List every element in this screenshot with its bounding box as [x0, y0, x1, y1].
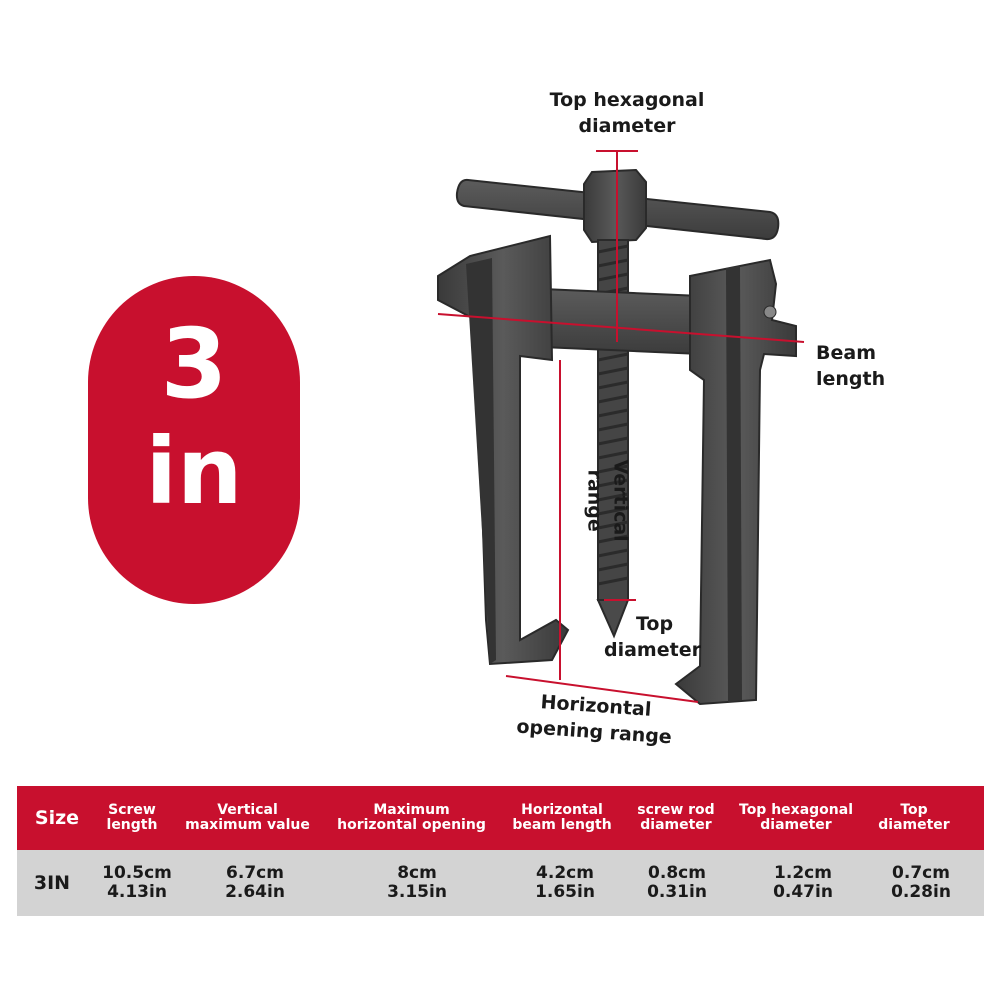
label-line: Top hexagonal — [549, 89, 705, 111]
top-hexagonal-diameter-label: Top hexagonal diameter — [532, 88, 722, 139]
size-badge: 3 in — [88, 276, 300, 604]
cell-text: 0.47in — [773, 882, 833, 902]
cell-text: 0.31in — [647, 882, 707, 902]
header-text: horizontal opening — [337, 817, 486, 833]
label-line: Top — [636, 613, 674, 635]
cell-text: 0.8cm — [648, 863, 706, 884]
cell-text: 2.64in — [225, 882, 285, 902]
badge-unit: in — [145, 418, 243, 525]
cell-text: 1.65in — [535, 882, 595, 902]
header-text: Maximum — [373, 801, 450, 818]
cell-size: 3IN — [17, 850, 87, 916]
header-text: Top hexagonal — [739, 801, 853, 818]
cell-text: 6.7cm — [226, 863, 284, 884]
header-text: screw rod — [637, 801, 715, 818]
cell-text: 0.28in — [891, 882, 951, 902]
header-text: length — [106, 817, 158, 833]
cell-text: 10.5cm — [102, 863, 172, 884]
header-text: diameter — [878, 817, 950, 833]
header-text: diameter — [760, 817, 832, 833]
label-line: diameter — [604, 638, 701, 661]
cell-text: 8cm — [397, 863, 437, 884]
right-jaw — [674, 258, 797, 706]
label-line: Beam — [816, 342, 876, 364]
header-text: Top — [900, 801, 928, 818]
beam-length-label: Beam length — [816, 341, 885, 392]
header-text: Size — [34, 806, 80, 829]
badge-number: 3 — [160, 308, 228, 420]
cell-text: 0.7cm — [892, 863, 950, 884]
header-text: Horizontal — [521, 801, 603, 818]
vertical-range-label: Vertical range — [581, 426, 632, 576]
header-size: Size — [17, 786, 97, 850]
cell-text: 3IN — [33, 871, 71, 894]
cell-text: 4.13in — [107, 882, 167, 902]
header-text: Vertical — [217, 801, 278, 818]
dimension-lines — [437, 150, 805, 703]
header-text: maximum value — [185, 817, 310, 833]
left-jaw — [437, 234, 570, 666]
header-text: Screw — [108, 801, 156, 818]
cell-text: 1.2cm — [774, 863, 832, 884]
label-line: Vertical range — [584, 459, 632, 542]
header-text: diameter — [640, 817, 712, 833]
top-diameter-label: Top diameter — [604, 612, 701, 663]
hex-nut — [583, 168, 647, 244]
cell-text: 4.2cm — [536, 863, 594, 884]
label-line: diameter — [578, 114, 676, 137]
gear-puller-illustration — [437, 150, 805, 706]
header-text: beam length — [512, 817, 612, 833]
label-line: length — [816, 367, 886, 390]
cell-text: 3.15in — [387, 882, 447, 902]
